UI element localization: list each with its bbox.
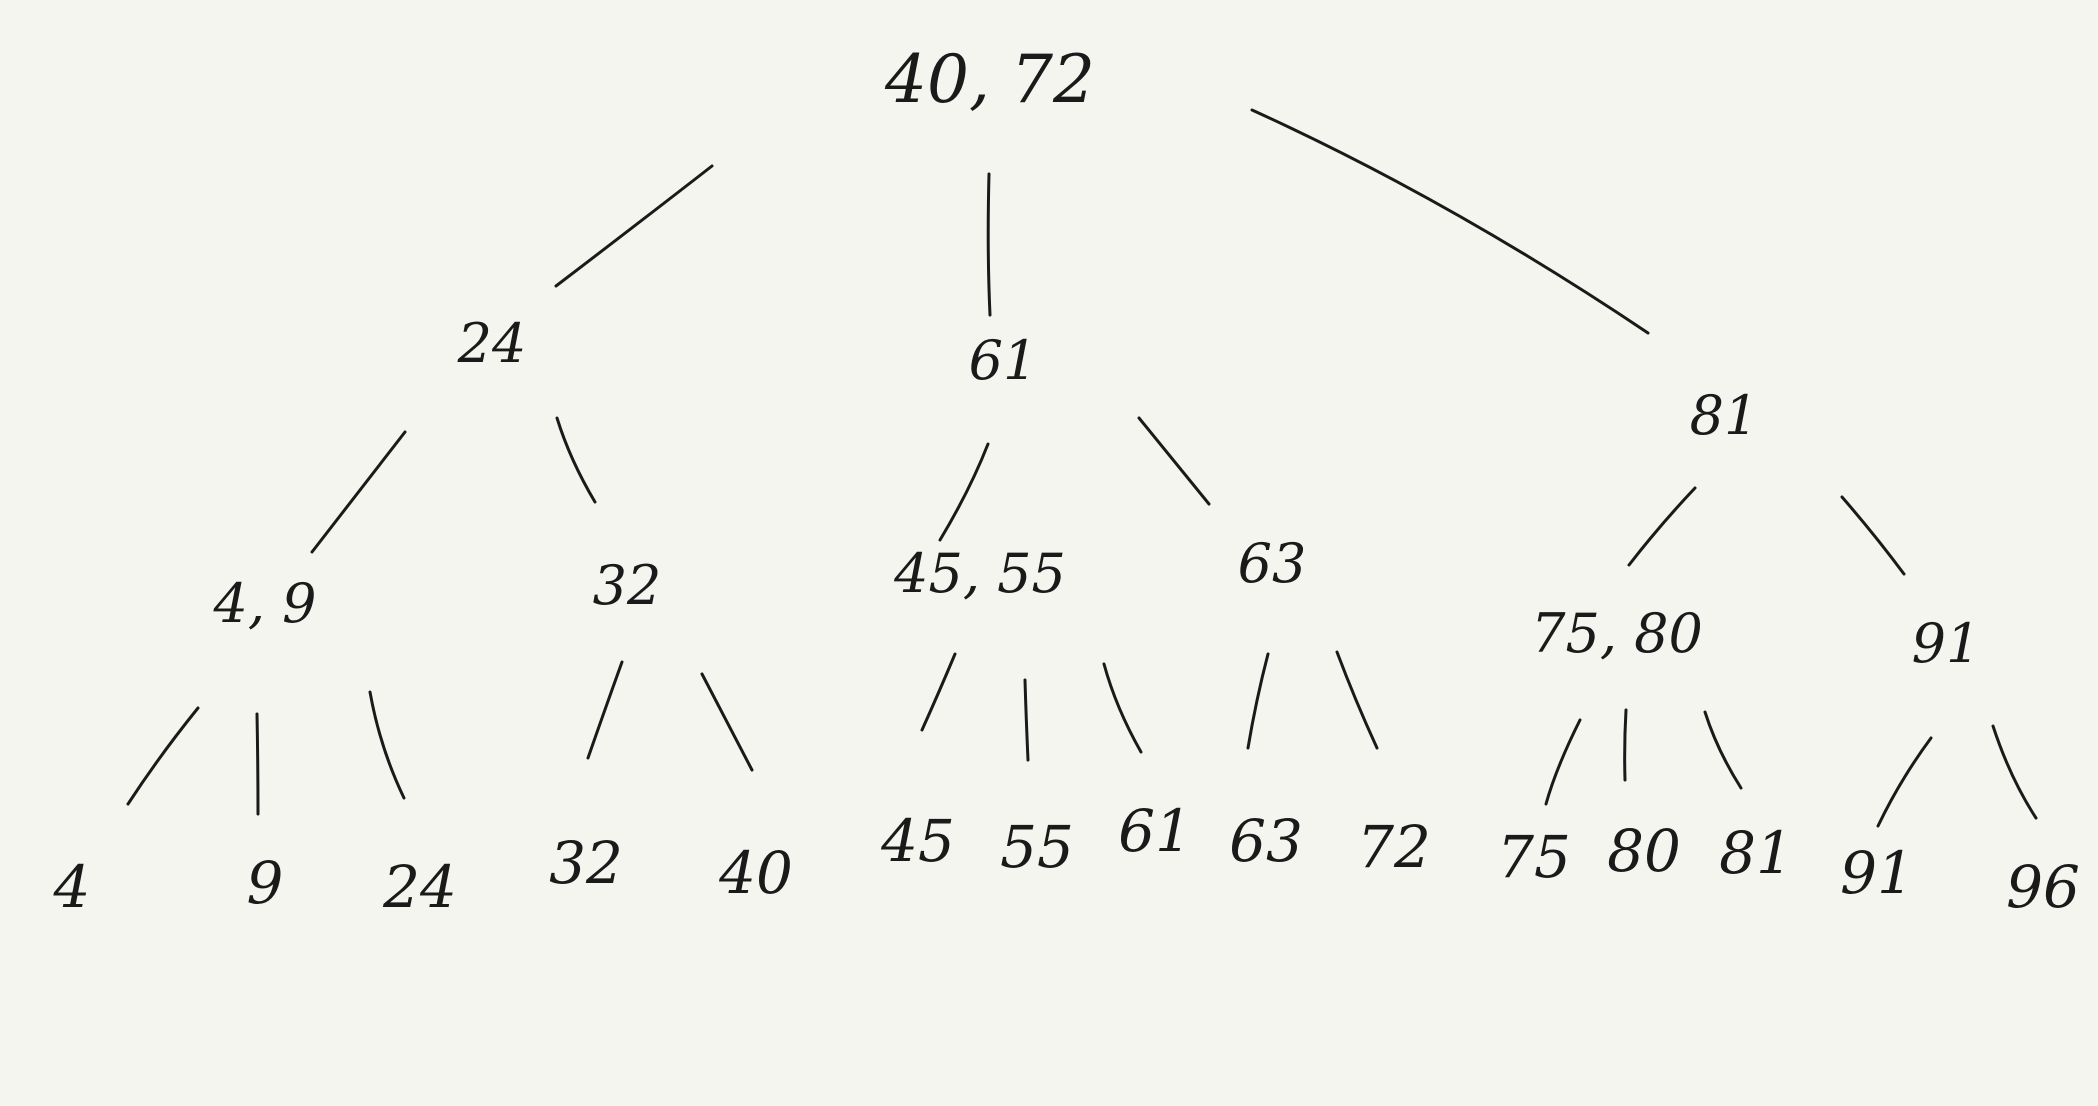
node-label-leaf91: 91 bbox=[1840, 839, 1914, 907]
edge-n32-leaf32 bbox=[586, 660, 624, 760]
node-label-root: 40, 72 bbox=[884, 41, 1095, 118]
node-label-leaf9: 9 bbox=[247, 849, 284, 917]
edge-n24-n4_9 bbox=[310, 430, 407, 554]
node-label-n63: 63 bbox=[1238, 532, 1307, 595]
node-label-n91: 91 bbox=[1912, 612, 1981, 675]
node-label-leaf32: 32 bbox=[549, 829, 623, 897]
node-label-n61: 61 bbox=[969, 329, 1038, 392]
node-label-leaf45: 45 bbox=[880, 807, 955, 875]
node-label-leaf80: 80 bbox=[1607, 817, 1681, 885]
edge-n4_9-leaf9 bbox=[255, 712, 260, 816]
node-label-leaf61: 61 bbox=[1118, 797, 1192, 865]
node-label-n75_80: 75, 80 bbox=[1531, 602, 1703, 665]
node-label-n32: 32 bbox=[593, 554, 662, 617]
edge-n45_55-leaf61 bbox=[1102, 662, 1143, 754]
edge-n75_80-leaf80 bbox=[1623, 708, 1628, 782]
edge-n91-leaf96 bbox=[1991, 724, 2038, 820]
edge-n45_55-leaf55 bbox=[1023, 678, 1030, 762]
node-label-n45_55: 45, 55 bbox=[893, 542, 1066, 605]
edge-n81-n75_80 bbox=[1627, 486, 1697, 567]
edge-n4_9-leaf4 bbox=[126, 706, 200, 806]
edge-n32-leaf40 bbox=[700, 672, 754, 772]
node-label-leaf55: 55 bbox=[1000, 813, 1074, 881]
node-label-n24: 24 bbox=[457, 312, 527, 375]
node-label-n81: 81 bbox=[1690, 384, 1759, 447]
tree-edges bbox=[126, 108, 2038, 828]
edge-n75_80-leaf75 bbox=[1544, 718, 1582, 806]
edge-n45_55-leaf45 bbox=[920, 652, 957, 732]
edge-n81-n91 bbox=[1840, 495, 1906, 576]
node-label-leaf24: 24 bbox=[382, 853, 457, 921]
edge-n61-n63 bbox=[1137, 416, 1211, 506]
edge-n61-n45_55 bbox=[938, 442, 990, 542]
node-label-n4_9: 4, 9 bbox=[212, 572, 316, 635]
edge-root-n24 bbox=[554, 164, 714, 288]
node-label-leaf75: 75 bbox=[1497, 823, 1571, 891]
node-label-leaf81: 81 bbox=[1719, 819, 1793, 887]
edge-n4_9-leaf24 bbox=[368, 690, 406, 800]
node-label-leaf4: 4 bbox=[53, 853, 91, 921]
edge-n63-leaf72 bbox=[1335, 650, 1379, 750]
edge-n63-leaf63 bbox=[1246, 652, 1270, 750]
node-label-leaf40: 40 bbox=[718, 839, 793, 907]
node-label-leaf63: 63 bbox=[1229, 807, 1303, 875]
tree-node-labels: 40, 72 24 61 81 4, 9 32 45, 55 63 75, 80 91 4 9 24 32… bbox=[53, 41, 2080, 921]
edge-n75_80-leaf81 bbox=[1703, 710, 1743, 790]
edge-n91-leaf91 bbox=[1876, 736, 1933, 828]
node-label-leaf96: 96 bbox=[2006, 853, 2080, 921]
edge-root-n61 bbox=[986, 172, 992, 317]
edge-root-n81 bbox=[1250, 108, 1650, 335]
node-label-leaf72: 72 bbox=[1357, 813, 1431, 881]
edge-n24-n32 bbox=[555, 416, 597, 504]
